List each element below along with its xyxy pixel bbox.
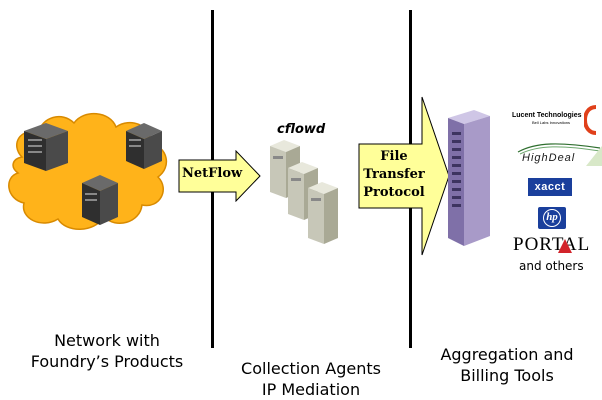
lucent-logo-text: Lucent Technologies <box>512 112 582 119</box>
collection-servers-diagram <box>270 140 338 244</box>
file-transfer-label: File Transfer Protocol <box>362 148 426 202</box>
billing-server-icon <box>448 110 490 246</box>
hp-logo-text: hp <box>546 211 558 223</box>
file-transfer-label-line: File <box>380 149 408 164</box>
portal-logo: PORTAL <box>513 234 591 255</box>
aggregation-caption-line: Billing Tools <box>460 366 554 385</box>
highdeal-swoosh-icon <box>517 143 602 166</box>
network-cloud-diagram <box>8 113 168 230</box>
netflow-label: NetFlow <box>182 166 243 181</box>
collection-caption-line: IP Mediation <box>261 380 361 399</box>
xacct-logo: XACCT <box>528 178 572 196</box>
netflow-arrow <box>178 150 261 202</box>
lucent-ring-icon <box>584 105 597 135</box>
hp-logo-circle <box>543 209 561 227</box>
hp-logo: hp <box>538 207 566 229</box>
highdeal-logo-text: HighDeal <box>522 152 576 164</box>
lucent-logo: Lucent Technologies Bell Labs Innovation… <box>512 112 584 125</box>
collection-caption: Collection Agents IP Mediation <box>212 358 410 400</box>
network-caption-line: Network with <box>54 331 160 350</box>
highdeal-logo: HighDeal <box>516 140 602 166</box>
collection-caption-line: Collection Agents <box>241 359 381 378</box>
cflowd-label: cflowd <box>277 122 326 137</box>
file-transfer-label-line: Transfer <box>363 167 425 182</box>
network-caption-line: Foundry’s Products <box>30 352 184 371</box>
aggregation-caption: Aggregation and Billing Tools <box>412 344 602 386</box>
file-transfer-label-line: Protocol <box>363 185 425 200</box>
portal-triangle-icon <box>558 239 572 253</box>
collection-server-icon <box>308 182 338 244</box>
network-caption: Network with Foundry’s Products <box>2 330 212 372</box>
lucent-logo-subtext: Bell Labs Innovations <box>532 120 571 125</box>
router-icon <box>82 175 118 225</box>
aggregation-caption-line: Aggregation and <box>440 345 574 364</box>
others-label: and others <box>519 259 584 273</box>
file-transfer-arrow <box>358 96 450 256</box>
router-icon <box>24 123 68 171</box>
router-icon <box>126 123 162 169</box>
